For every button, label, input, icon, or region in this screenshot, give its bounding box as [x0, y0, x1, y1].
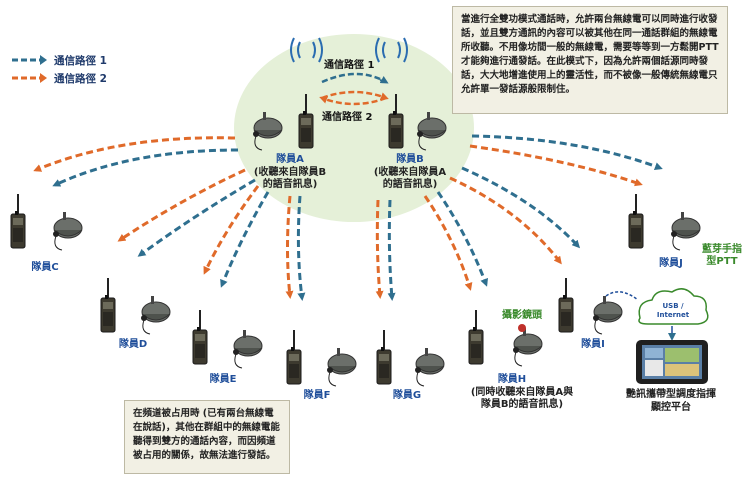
helmet-g	[414, 347, 445, 387]
arrow-to-g-blue	[387, 199, 396, 301]
tablet-label: 艷訊攜帶型調度指揮顯控平台	[626, 389, 716, 413]
path1-arrow-center-top-back	[379, 79, 387, 83]
bluetooth-ptt-label: 藍芽手指型PTT	[702, 244, 742, 267]
cloud-icon	[638, 288, 709, 325]
arrow-to-i-orange	[449, 176, 562, 265]
arrow-to-h-orange	[423, 195, 473, 291]
cloud-label: USB / Internet	[656, 302, 690, 319]
member-d-name: 隊員D	[118, 339, 148, 350]
radio-d	[100, 277, 116, 333]
radio-h	[468, 309, 484, 365]
legend-path2: 通信路徑 2	[54, 71, 107, 86]
helmet-e	[232, 329, 263, 369]
path2-arrow-center	[319, 96, 387, 106]
helmet-f	[326, 347, 357, 387]
radio-i	[558, 277, 574, 333]
arrow-to-h-blue	[436, 191, 488, 287]
legend-path1-label: 通信路徑 1	[54, 55, 107, 67]
arrow-to-e-blue	[220, 191, 270, 288]
path2-arrow-center-back	[321, 90, 389, 100]
member-b-name: 隊員B	[396, 154, 424, 165]
arrow-to-e-orange	[203, 185, 260, 275]
arrow-to-j-blue	[471, 134, 663, 170]
arrow-a-to-c-blue	[52, 148, 239, 187]
member-c-name: 隊員C	[31, 262, 59, 273]
legend-swatch-path2	[12, 73, 47, 83]
camera-label: 攝影鏡頭	[502, 310, 542, 321]
member-a-name: 隊員A	[276, 154, 304, 165]
arrow-to-f-blue	[296, 195, 306, 301]
helmet-c	[52, 211, 83, 251]
radio-g	[376, 329, 392, 385]
center-path1-label: 通信路徑 1	[324, 60, 375, 71]
legend-swatch-path1	[12, 55, 47, 65]
arrow-to-f-orange	[285, 195, 294, 299]
member-h-sub: (同時收聽來自隊員A與隊員B的語音訊息)	[470, 387, 574, 410]
radio-f	[286, 329, 302, 385]
arrow-to-i-blue	[461, 166, 581, 249]
signal-waves-right	[375, 37, 408, 63]
legend-path1: 通信路徑 1	[54, 53, 107, 68]
arrow-to-g-orange	[375, 199, 384, 299]
helmet-h	[512, 327, 543, 367]
member-i-name: 隊員I	[581, 339, 605, 350]
full-duplex-note: 當進行全雙功模式通話時，允許兩台無線電可以同時進行收發話，並且雙方通訊的內容可以…	[452, 6, 728, 114]
member-e-name: 隊員E	[209, 374, 237, 385]
camera-icon	[518, 324, 526, 332]
channel-busy-note: 在頻道被占用時 (已有兩台無線電在說話)，其他在群組中的無線電能聽得到雙方的通話…	[124, 400, 290, 474]
full-duplex-zone	[234, 34, 474, 222]
member-f-name: 隊員F	[303, 390, 331, 401]
arrow-to-d-blue	[137, 178, 256, 257]
member-a-sub: (收聽來自隊員B的語音訊息)	[253, 167, 327, 190]
arrow-to-d-orange	[117, 168, 246, 242]
signal-waves-left	[290, 37, 323, 63]
helmet-j	[670, 211, 701, 251]
helmet-d	[140, 295, 171, 335]
link-radio-to-cloud	[605, 291, 639, 301]
member-g-name: 隊員G	[392, 390, 422, 401]
radio-j	[628, 193, 644, 249]
legend-path2-label: 通信路徑 2	[54, 73, 107, 85]
helmet-i	[592, 295, 623, 335]
member-h-name: 隊員H	[497, 374, 527, 385]
arrow-a-to-c-orange	[33, 136, 236, 172]
arrow-to-j-orange	[469, 144, 643, 187]
center-path2-label: 通信路徑 2	[322, 112, 373, 123]
member-j-name: 隊員J	[659, 258, 683, 269]
radio-c	[10, 193, 26, 249]
member-b-sub: (收聽來自隊員A的語音訊息)	[373, 167, 447, 190]
tablet-icon	[636, 340, 708, 384]
radio-e	[192, 309, 208, 365]
